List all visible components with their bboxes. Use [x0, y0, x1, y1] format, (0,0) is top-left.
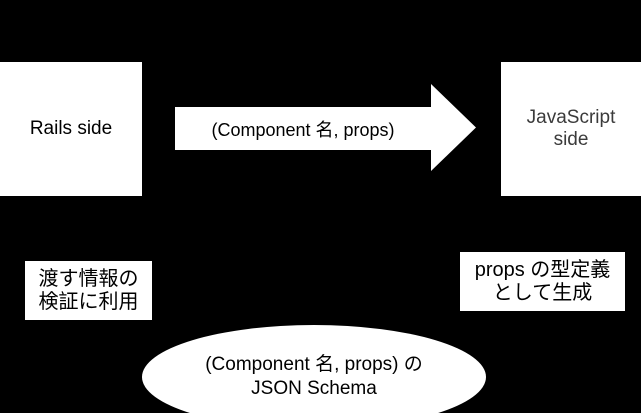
- caption-right-label: props の型定義 として生成: [474, 259, 611, 304]
- caption-left-validation: 渡す情報の 検証に利用: [25, 261, 152, 320]
- node-javascript-side: JavaScript side: [501, 62, 641, 196]
- node-rails-side-label: Rails side: [29, 117, 113, 139]
- caption-right-type-generation: props の型定義 として生成: [460, 252, 625, 311]
- caption-left-label: 渡す情報の 検証に利用: [38, 268, 139, 313]
- arrow-label-text: (Component 名, props): [211, 119, 395, 140]
- arrow-label: (Component 名, props): [175, 107, 431, 150]
- node-javascript-side-label: JavaScript side: [526, 106, 616, 150]
- node-json-schema-ellipse: [142, 325, 486, 413]
- node-rails-side: Rails side: [0, 62, 142, 196]
- node-json-schema-label-text: (Component 名, props) の JSON Schema: [205, 353, 423, 399]
- node-json-schema-label: (Component 名, props) の JSON Schema: [142, 325, 486, 413]
- right-arrow-icon: [175, 84, 476, 171]
